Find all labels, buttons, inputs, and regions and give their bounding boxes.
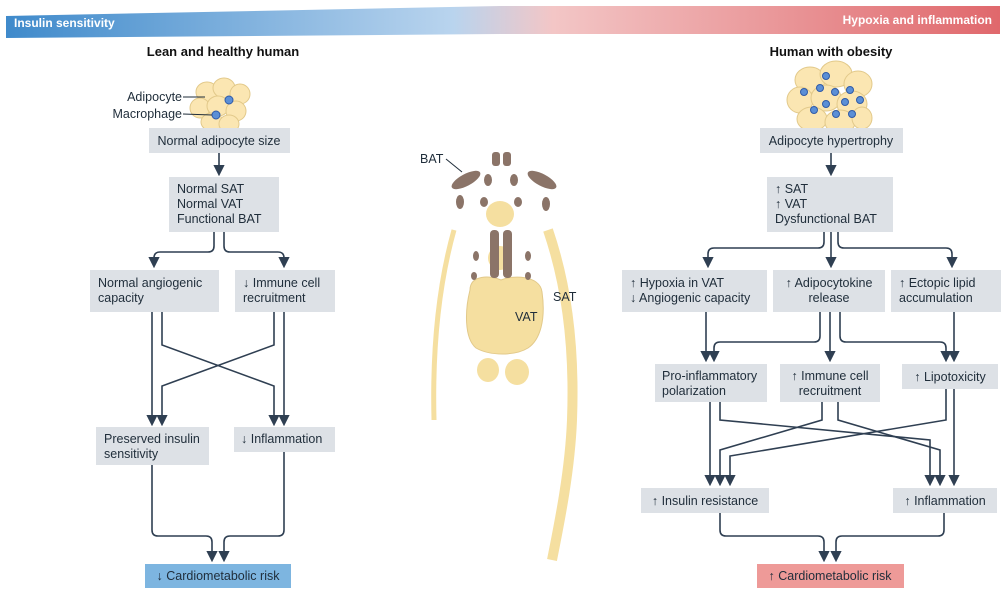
obese-tissue-box — [767, 177, 893, 232]
lean-arrow-tissue-immune — [223, 232, 290, 269]
lean-tissue-line-2: Normal VAT — [177, 197, 244, 211]
obese-arrow-polar-inflammation — [719, 402, 936, 487]
bat-leader — [445, 158, 463, 173]
obese-ectopic-box — [891, 270, 1001, 312]
sat-label: SAT — [553, 290, 577, 304]
lean-adipocyte-icon — [189, 77, 251, 134]
obese-arrow-insulin-risk — [719, 513, 830, 563]
obese-immune-box — [780, 364, 880, 402]
lean-arrow-immune-insulin — [156, 312, 275, 427]
lean-insulin-box — [96, 427, 209, 465]
banner-left-label: Insulin sensitivity — [14, 16, 115, 30]
lean-inflammation-text: ↓ Inflammation — [241, 432, 322, 446]
macrophage-leader — [182, 113, 213, 116]
lean-risk-box — [145, 564, 291, 588]
obese-insulin-text: ↑ Insulin resistance — [652, 494, 758, 508]
obese-immune-line-2: recruitment — [799, 384, 862, 398]
obese-adipo-line-1: ↑ Adipocytokine — [786, 276, 873, 290]
lean-risk-text: ↓ Cardiometabolic risk — [157, 569, 281, 583]
lean-size-text: Normal adipocyte size — [158, 134, 281, 148]
macrophage-label: Macrophage — [113, 107, 183, 121]
banner-gradient — [6, 6, 1000, 38]
banner-right-label: Hypoxia and inflammation — [843, 13, 992, 27]
lean-immune-line-2: recruitment — [243, 291, 306, 305]
obese-adipo-line-2: release — [809, 291, 850, 305]
obese-arrow-adipo-lipo — [839, 312, 952, 363]
lean-tissue-line-3: Functional BAT — [177, 212, 262, 226]
lean-title: Lean and healthy human — [147, 44, 299, 59]
lean-tissue-box — [169, 177, 279, 232]
lean-inflammation-box — [234, 427, 335, 452]
obese-hypoxia-line-2: ↓ Angiogenic capacity — [630, 291, 751, 305]
obese-risk-text: ↑ Cardiometabolic risk — [769, 569, 893, 583]
obese-arrow-tissue-hypoxia — [702, 232, 825, 269]
obese-ectopic-line-1: ↑ Ectopic lipid — [899, 276, 975, 290]
lean-insulin-line-2: sensitivity — [104, 447, 159, 461]
obese-tissue-line-3: Dysfunctional BAT — [775, 212, 877, 226]
lean-insulin-line-1: Preserved insulin — [104, 432, 200, 446]
obese-arrow-tissue-ectopic — [837, 232, 958, 269]
obese-immune-line-1: ↑ Immune cell — [791, 369, 868, 383]
obese-tissue-line-2: ↑ VAT — [775, 197, 808, 211]
obese-arrow-adipo-polar — [708, 312, 821, 363]
obese-arrow-immune-inflammation — [837, 402, 946, 487]
obese-hypoxia-line-1: ↑ Hypoxia in VAT — [630, 276, 724, 290]
obese-tissue-line-1: ↑ SAT — [775, 182, 808, 196]
adipocyte-label: Adipocyte — [127, 90, 182, 104]
obese-polar-box — [655, 364, 767, 402]
obese-inflammation-box — [893, 488, 997, 513]
bat-label: BAT — [420, 152, 444, 166]
obese-adipo-box — [773, 270, 885, 312]
obese-polar-line-2: polarization — [662, 384, 726, 398]
obese-arrow-inflammation-risk — [830, 513, 945, 563]
lean-arrow-insulin-risk — [151, 465, 218, 563]
lean-angio-line-1: Normal angiogenic — [98, 276, 202, 290]
obese-title: Human with obesity — [770, 44, 894, 59]
lean-arrow-angio-inflammation — [161, 312, 280, 427]
banner: Insulin sensitivity Hypoxia and inflamma… — [6, 6, 1000, 38]
obese-inflammation-text: ↑ Inflammation — [904, 494, 985, 508]
obese-risk-box — [757, 564, 904, 588]
obese-arrow-lipo-insulin — [724, 389, 947, 487]
obese-arrow-immune-insulin — [714, 402, 823, 487]
obese-lipo-box — [902, 364, 998, 389]
lean-immune-line-1: ↓ Immune cell — [243, 276, 320, 290]
lean-tissue-line-1: Normal SAT — [177, 182, 245, 196]
obese-insulin-box — [641, 488, 769, 513]
obese-size-box — [760, 128, 903, 153]
lean-arrow-tissue-angio — [148, 232, 215, 269]
obese-polar-line-1: Pro-inflammatory — [662, 369, 758, 383]
obese-adipocyte-icon — [786, 60, 873, 135]
obese-hypoxia-box — [622, 270, 767, 312]
lean-arrow-inflammation-risk — [218, 452, 285, 563]
obese-ectopic-line-2: accumulation — [899, 291, 973, 305]
lean-immune-box — [235, 270, 335, 312]
lean-angio-line-2: capacity — [98, 291, 145, 305]
lean-size-box — [149, 128, 290, 153]
body-figure — [406, 68, 596, 572]
lean-angio-box — [90, 270, 219, 312]
obese-size-text: Adipocyte hypertrophy — [769, 134, 894, 148]
vat-label: VAT — [515, 310, 538, 324]
obese-lipo-text: ↑ Lipotoxicity — [914, 370, 986, 384]
